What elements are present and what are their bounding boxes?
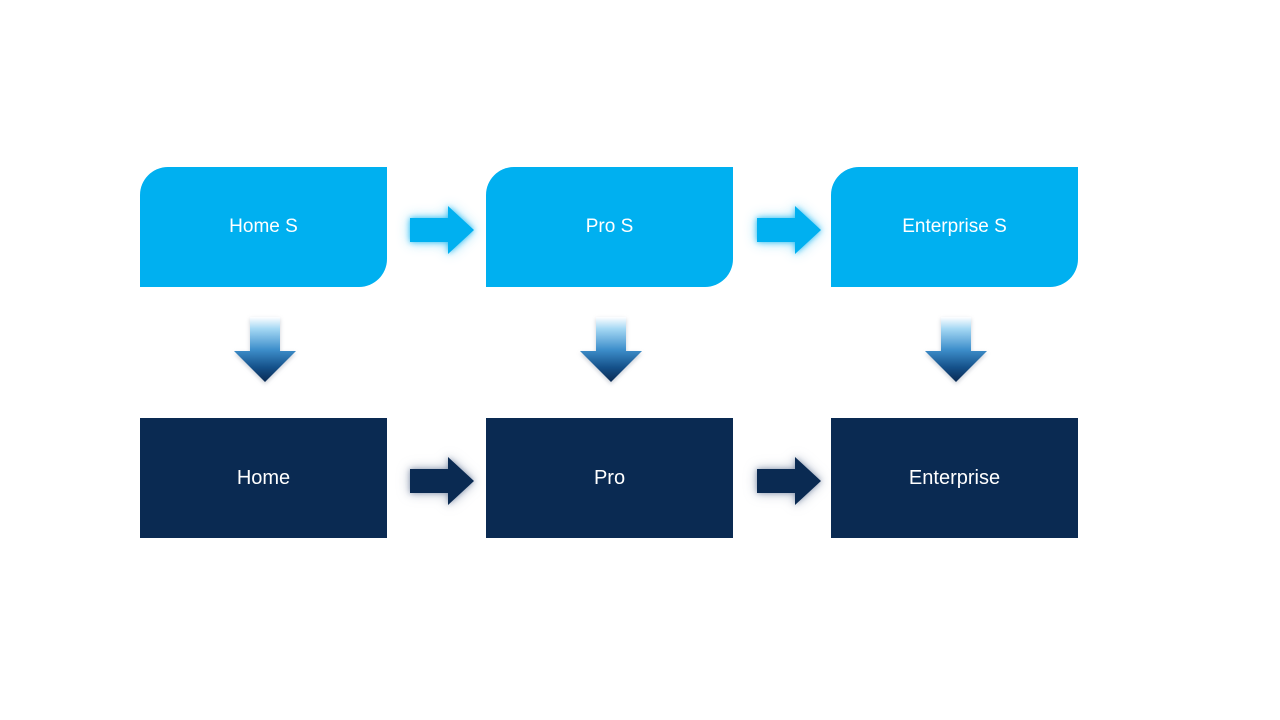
right-arrow-shape bbox=[757, 457, 821, 505]
down-arrow-shape bbox=[925, 317, 987, 382]
right-arrow-icon bbox=[757, 206, 821, 254]
right-arrow-shape bbox=[410, 457, 474, 505]
down-arrow-shape bbox=[234, 317, 296, 382]
right-arrow-icon bbox=[757, 457, 821, 505]
right-arrow-shape bbox=[757, 206, 821, 254]
bottom-box-enterprise-label: Enterprise bbox=[908, 466, 1001, 489]
right-arrow-icon bbox=[410, 457, 474, 505]
down-arrow-shape bbox=[580, 317, 642, 382]
top-box-pro-s-label: Pro S bbox=[585, 216, 634, 237]
down-arrow-icon bbox=[234, 317, 296, 382]
bottom-box-home: Home bbox=[140, 418, 387, 538]
bottom-box-home-label: Home bbox=[236, 466, 291, 489]
down-arrow-icon bbox=[925, 317, 987, 382]
bottom-box-pro-label: Pro bbox=[593, 466, 626, 489]
top-box-home-s: Home S bbox=[140, 167, 387, 287]
right-arrow-icon bbox=[410, 206, 474, 254]
right-arrow-shape bbox=[410, 206, 474, 254]
top-box-enterprise-s-label: Enterprise S bbox=[902, 216, 1007, 237]
top-box-enterprise-s: Enterprise S bbox=[831, 167, 1078, 287]
bottom-box-pro: Pro bbox=[486, 418, 733, 538]
top-box-pro-s: Pro S bbox=[486, 167, 733, 287]
top-box-home-s-label: Home S bbox=[229, 216, 298, 237]
down-arrow-icon bbox=[580, 317, 642, 382]
bottom-box-enterprise: Enterprise bbox=[831, 418, 1078, 538]
